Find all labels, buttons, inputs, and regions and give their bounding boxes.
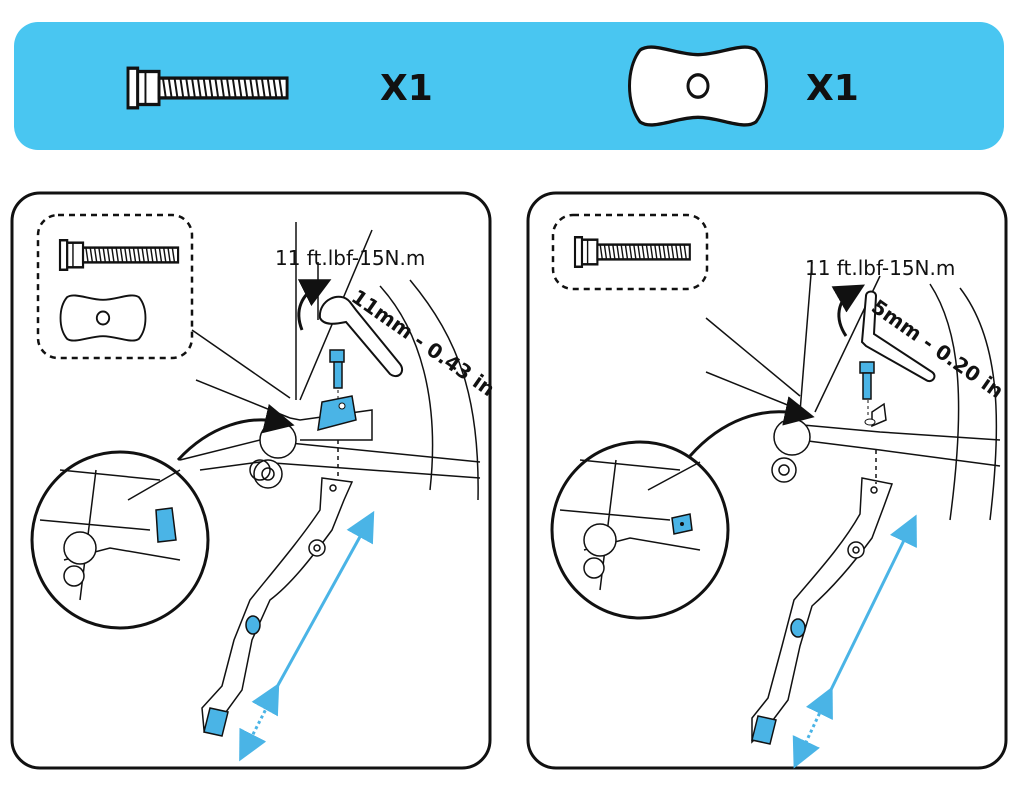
mounting-plate-icon <box>59 294 147 342</box>
hex-key-icon <box>831 284 936 382</box>
adjust-length-arrow <box>792 514 917 769</box>
plate-quantity: X1 <box>806 68 859 109</box>
parts-bar: X1 X1 <box>14 22 1004 150</box>
step-panel-1: 11 ft.lbf-15N.m 11mm - 0.43 in <box>10 191 499 770</box>
step-panel-2: 11 ft.lbf-15N.m 5mm - 0.20 in <box>526 191 1008 770</box>
bolt-and-plate-install <box>317 349 357 432</box>
bolt-install <box>859 361 876 426</box>
parts-needed-box <box>551 213 709 291</box>
torque-label: 11 ft.lbf-15N.m <box>275 246 425 270</box>
wrench-icon <box>297 279 404 378</box>
adjust-length-arrow <box>239 510 375 762</box>
torque-label: 11 ft.lbf-15N.m <box>805 256 955 280</box>
detail-zoom-callout <box>550 396 815 620</box>
detail-zoom-callout <box>30 403 295 630</box>
parts-needed-box <box>36 213 194 360</box>
mounting-plate-icon <box>627 45 769 127</box>
bolt-quantity: X1 <box>380 68 433 109</box>
